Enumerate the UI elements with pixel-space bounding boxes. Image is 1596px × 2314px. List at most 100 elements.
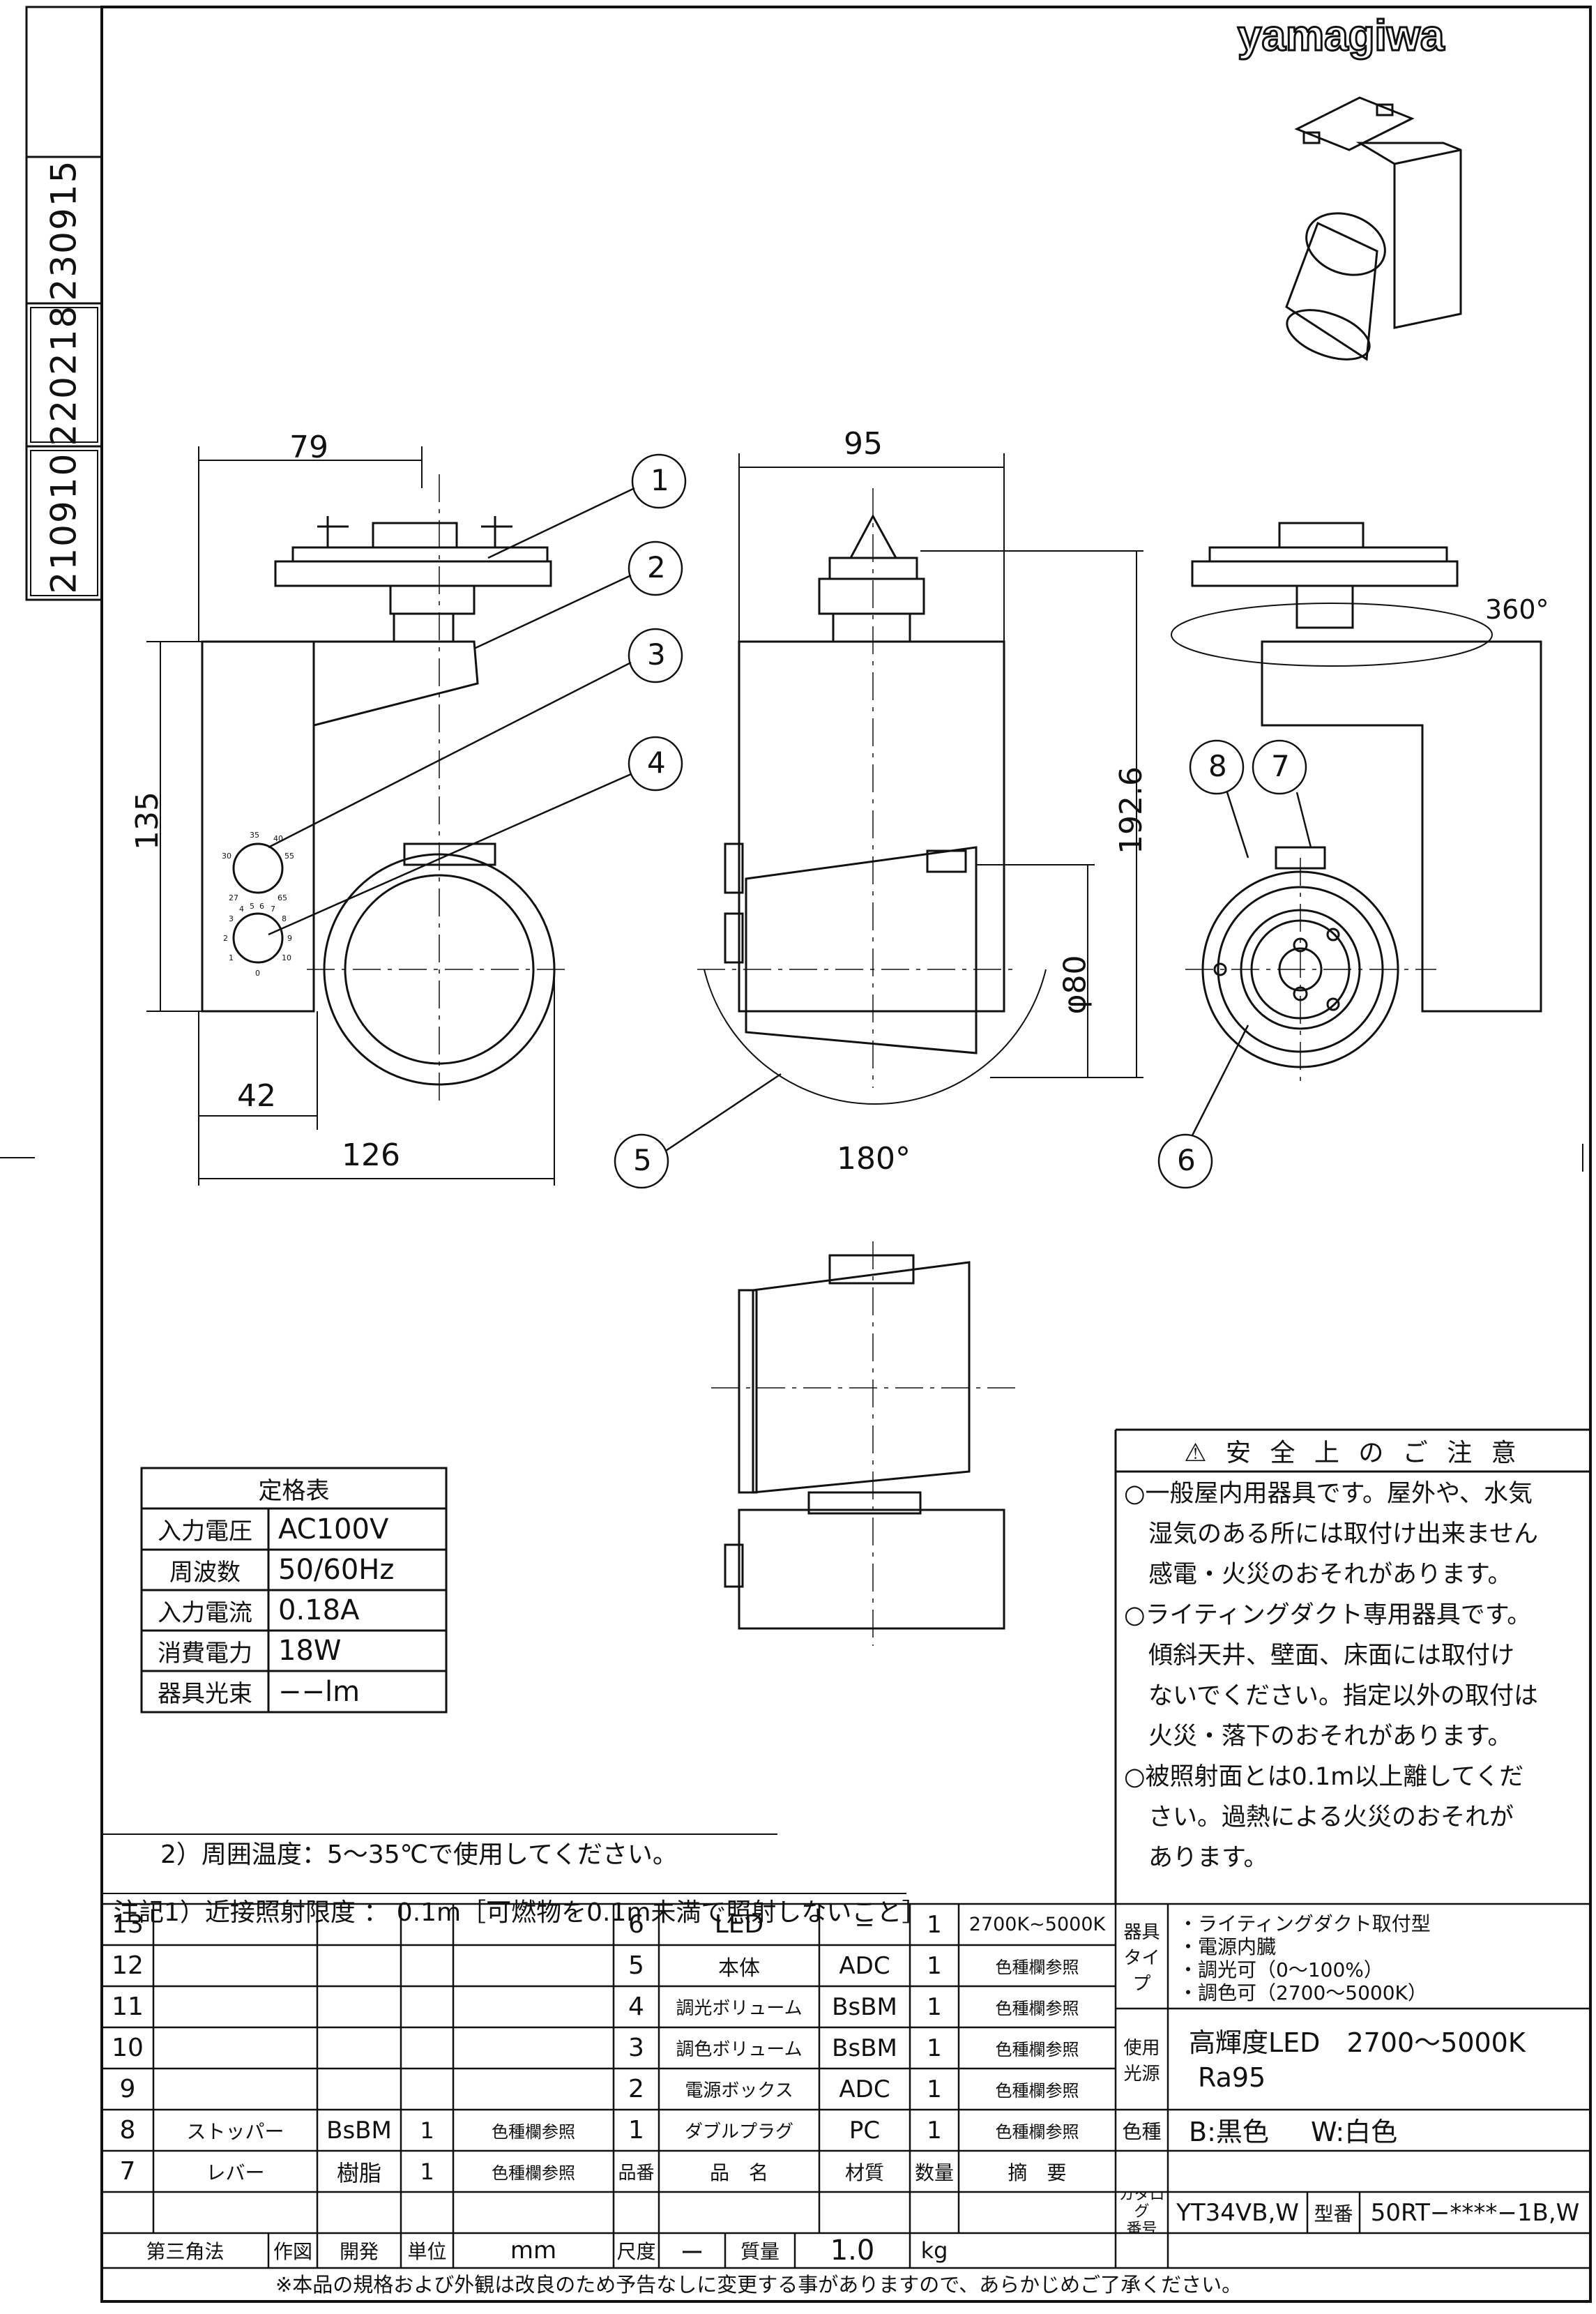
- header-part-no: 品番: [618, 2163, 655, 2184]
- scale-label: 尺度: [616, 2240, 656, 2263]
- dial-label: 55: [284, 852, 294, 861]
- part-material: BsBM: [832, 2034, 897, 2062]
- safety-line: 感電・火災のおそれがあります。: [1124, 1561, 1512, 1589]
- part-no: 3: [628, 2034, 644, 2062]
- type-value: ・調色可（2700〜5000K）: [1178, 1981, 1427, 2004]
- projection-label: 第三角法: [146, 2240, 225, 2263]
- mass-value: 1.0: [830, 2234, 875, 2267]
- part-note: 色種欄参照: [492, 2163, 575, 2183]
- part-qty: 1: [927, 2034, 942, 2062]
- mass-label: 質量: [740, 2240, 780, 2263]
- part-note: 色種欄参照: [492, 2122, 575, 2142]
- light-value: Ra95: [1198, 2062, 1266, 2093]
- part-name: 調色ボリューム: [676, 2039, 803, 2060]
- part-material: ADC: [839, 2075, 890, 2103]
- part-no: 11: [112, 1992, 144, 2021]
- color-value-b: B:黒色: [1189, 2117, 1269, 2147]
- revision-date-2: 220218: [43, 304, 84, 446]
- safety-line: ないでください。指定以外の取付は: [1124, 1682, 1538, 1710]
- part-note: 色種欄参照: [995, 1999, 1079, 2018]
- rotation-180: 180°: [837, 1141, 911, 1177]
- part-name: 本体: [718, 1956, 760, 1981]
- safety-line: あります。: [1124, 1844, 1268, 1872]
- rating-label: 消費電力: [158, 1639, 252, 1668]
- drawing-frame: [100, 6, 1592, 2303]
- dim-79: 79: [289, 430, 328, 465]
- rating-table-lines: [140, 1467, 448, 1714]
- dial-label: 40: [273, 834, 283, 843]
- dim-192-6: 192.6: [1113, 766, 1149, 854]
- callout-3: 3: [647, 637, 666, 672]
- catalog-label: カタログ 番号: [1118, 2192, 1165, 2233]
- safety-line: ○被照射面とは0.1m以上離してくだ: [1124, 1763, 1524, 1791]
- light-label: 使用 光源: [1123, 2037, 1160, 2085]
- rear-view: [1171, 522, 1542, 1088]
- disclaimer: ※本品の規格および外観は改良のため予告なしに変更する事がありますので、あらかじめ…: [275, 2273, 1242, 2297]
- dial-label: 3: [229, 914, 234, 923]
- part-note: 色種欄参照: [995, 2081, 1079, 2101]
- dial-label: 0: [255, 969, 260, 978]
- safety-line: 火災・落下のおそれがあります。: [1124, 1723, 1512, 1750]
- callout-5: 5: [633, 1143, 652, 1177]
- rating-value: 0.18A: [278, 1594, 360, 1626]
- dial-label: 65: [278, 893, 287, 902]
- rating-label: 入力電圧: [158, 1518, 252, 1545]
- type-label: 器具 タイプ: [1123, 1921, 1160, 1995]
- color-label: 色種: [1122, 2119, 1162, 2143]
- side-view: [697, 488, 1047, 1105]
- rating-value: 50/60Hz: [278, 1554, 395, 1586]
- perspective-sketch: [1285, 96, 1462, 361]
- callout-1: 1: [651, 463, 669, 497]
- color-value-w: W:白色: [1311, 2117, 1398, 2147]
- unit-label: 単位: [407, 2240, 447, 2263]
- part-qty: 1: [927, 1951, 942, 1980]
- front-dimensions: [146, 446, 555, 1186]
- dim-135: 135: [129, 792, 165, 850]
- part-name: レバー: [206, 2161, 265, 2184]
- rating-value: −−lm: [278, 1675, 360, 1708]
- dim-126: 126: [342, 1137, 400, 1173]
- part-material: −: [854, 1910, 875, 1939]
- rotation-360: 360°: [1485, 594, 1549, 625]
- part-qty: 1: [420, 2117, 434, 2144]
- dim-42: 42: [237, 1078, 276, 1114]
- safety-line: 傾斜天井、壁面、床面には取付け: [1124, 1642, 1515, 1670]
- dial-label: 35: [250, 831, 259, 840]
- part-note: 2700K~5000K: [968, 1914, 1106, 1935]
- part-qty: 1: [927, 1910, 942, 1939]
- header-qty: 数量: [914, 2161, 954, 2184]
- callout-4: 4: [647, 746, 666, 780]
- dial-label: 8: [282, 914, 287, 923]
- rating-title: 定格表: [258, 1476, 330, 1505]
- brand-logo: yamagiwa: [1238, 12, 1445, 60]
- part-no: 7: [119, 2157, 136, 2186]
- rating-value: AC100V: [278, 1513, 389, 1545]
- parts-table-lines: [102, 1903, 1590, 2269]
- catalog-number: YT34VB,W: [1176, 2198, 1299, 2227]
- light-value: 高輝度LED 2700〜5000K: [1189, 2027, 1526, 2058]
- dim-phi80: φ80: [1057, 955, 1093, 1015]
- part-no: 8: [119, 2116, 136, 2145]
- header-material: 材質: [844, 2161, 884, 2184]
- rating-label: 周波数: [169, 1558, 241, 1587]
- part-material: 樹脂: [336, 2159, 381, 2186]
- part-material: ADC: [839, 1951, 890, 1980]
- dim-95: 95: [844, 426, 883, 462]
- part-name: ストッパー: [186, 2119, 284, 2143]
- drawing-label: 作図: [273, 2240, 312, 2263]
- part-no: 5: [628, 1951, 644, 1980]
- dial-label: 2: [223, 934, 228, 943]
- model-label: 型番: [1314, 2202, 1353, 2225]
- header-part-name: 品 名: [709, 2161, 768, 2184]
- unit-value: mm: [510, 2237, 557, 2264]
- rating-value: 18W: [278, 1635, 342, 1667]
- dial-label: 6: [259, 902, 264, 911]
- dial-label: 4: [239, 905, 244, 914]
- part-qty: 1: [927, 2075, 942, 2103]
- bottom-view: [711, 1241, 1018, 1646]
- front-view: [201, 474, 572, 1102]
- header-remarks: 摘 要: [1008, 2161, 1067, 2184]
- part-note: 色種欄参照: [995, 2040, 1079, 2059]
- part-material: PC: [849, 2116, 881, 2145]
